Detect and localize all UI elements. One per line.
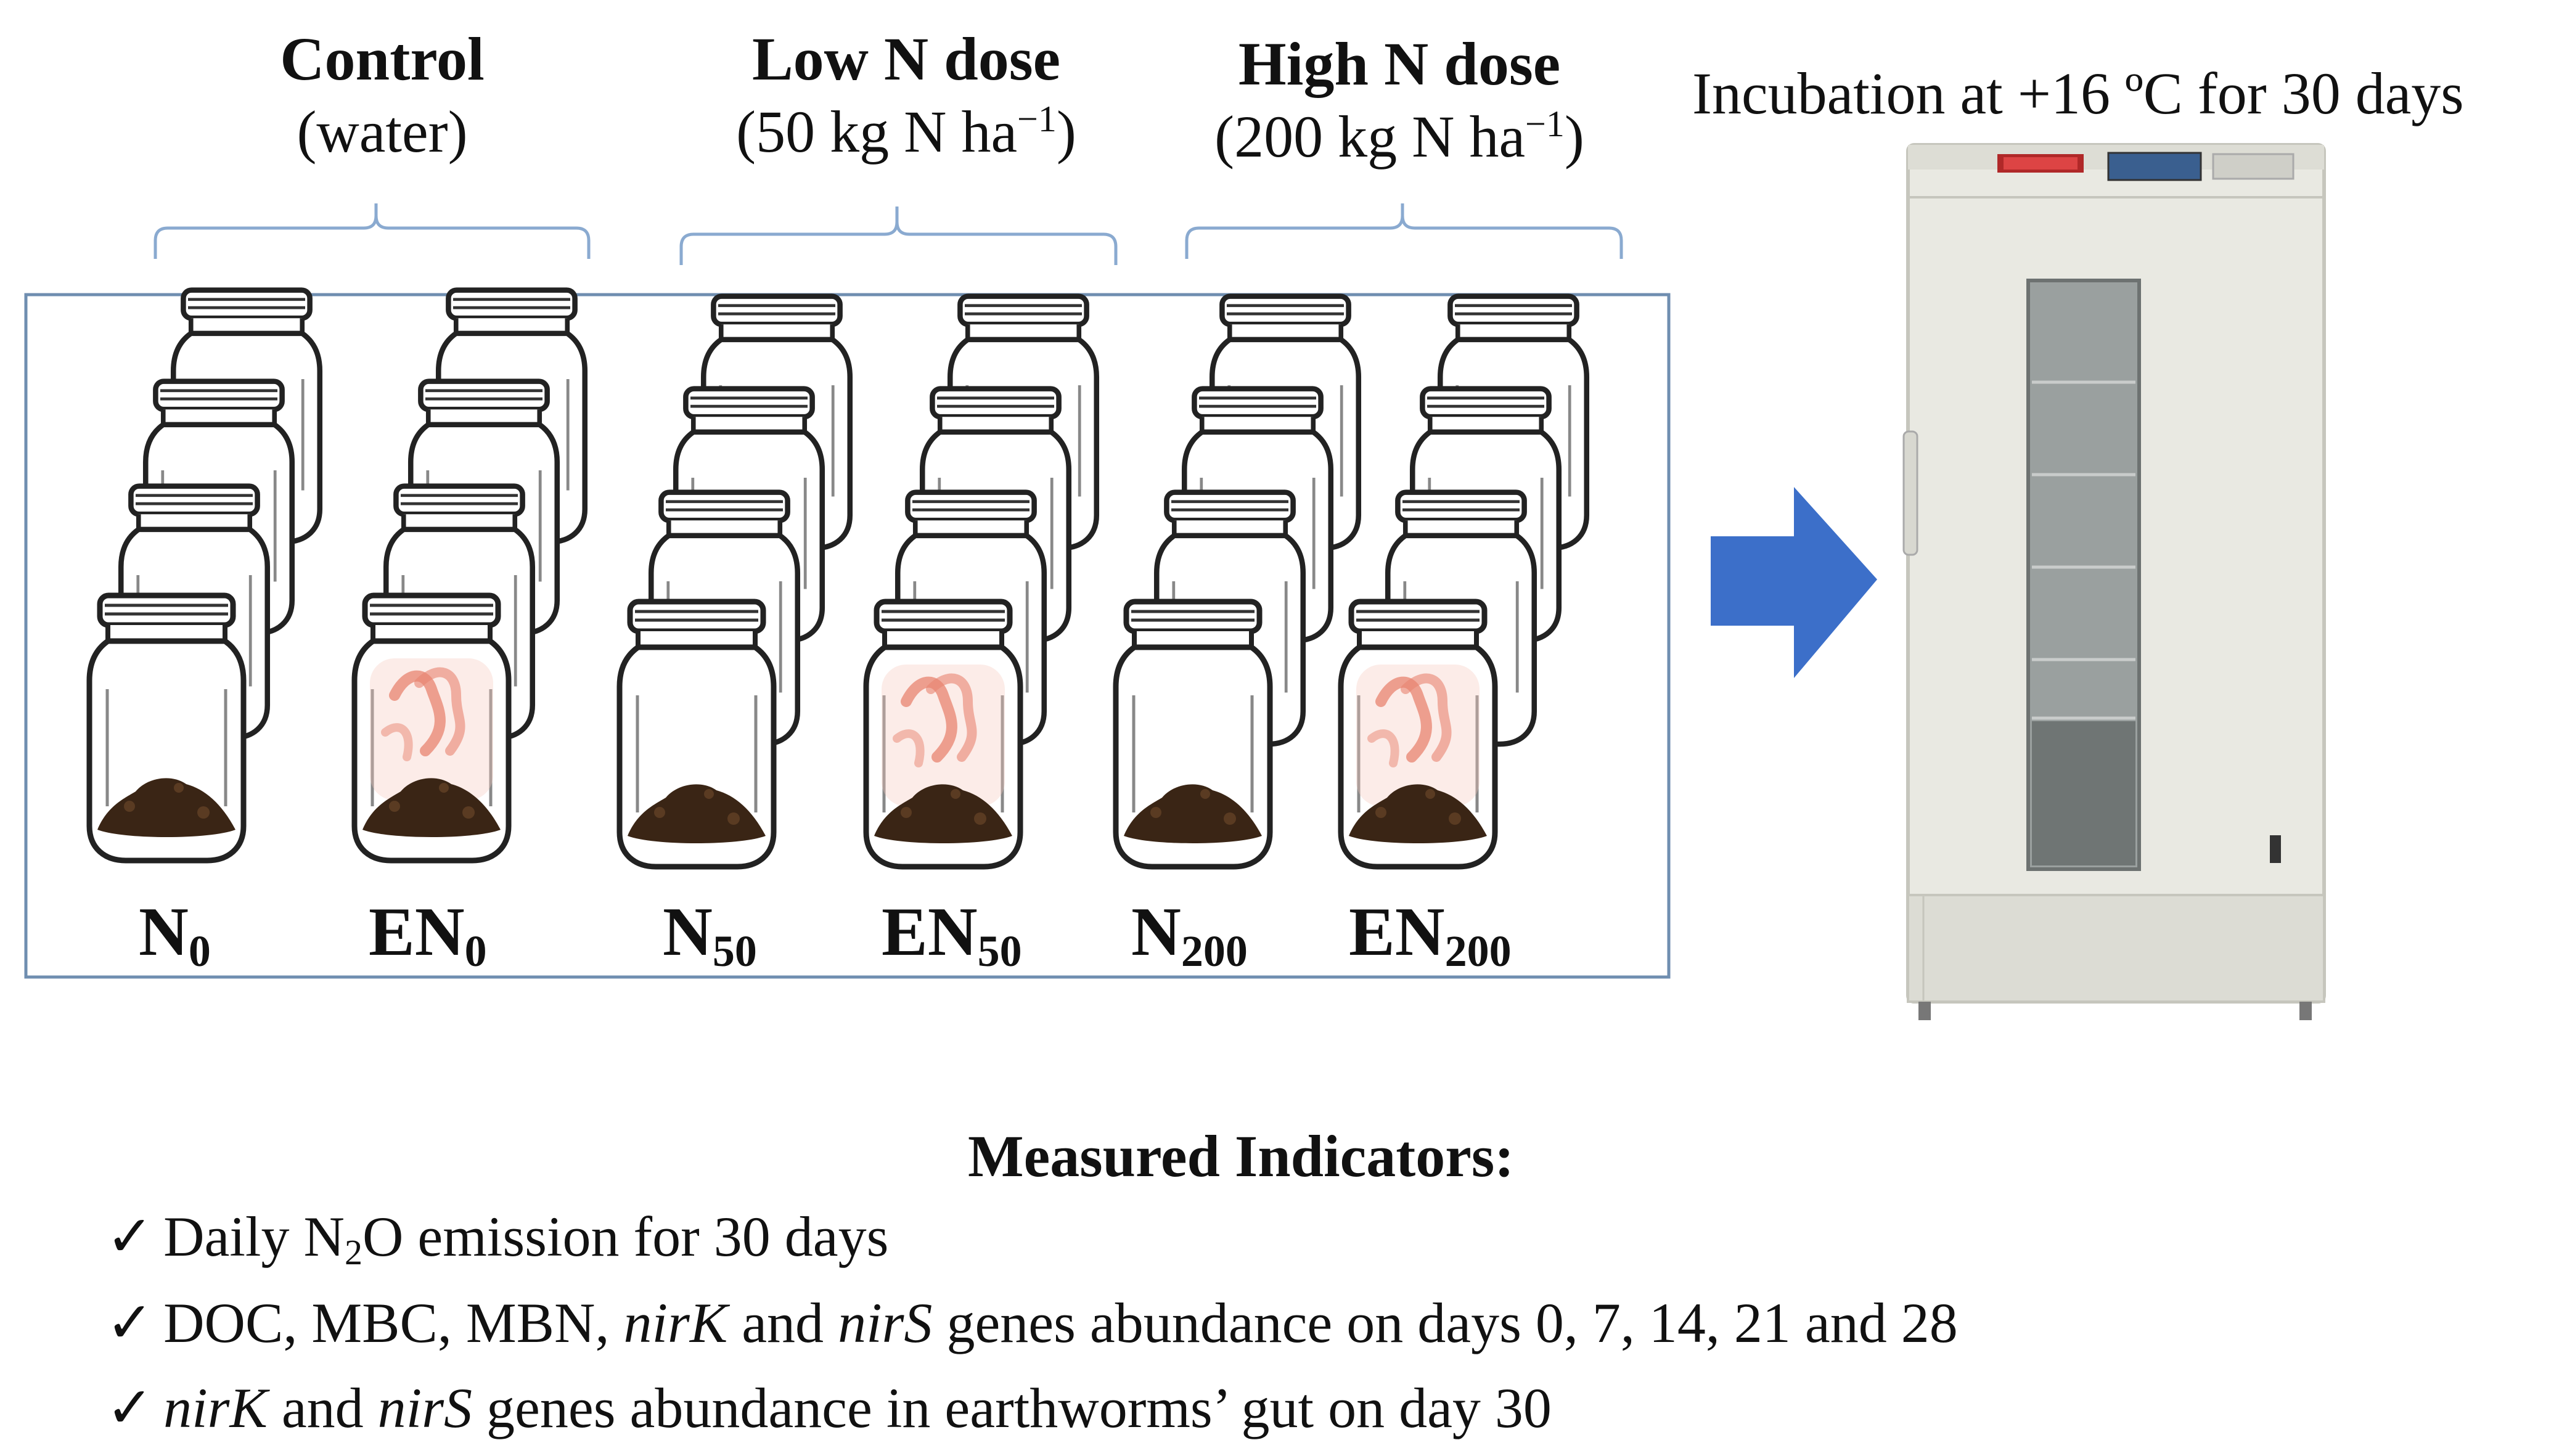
group-title-low-n: Low N dose bbox=[751, 25, 1061, 93]
treatment-label-en200: EN200 bbox=[1349, 894, 1512, 976]
indicator-item-2: ✓DOC, MBC, MBN, nirK and nirS genes abun… bbox=[106, 1291, 1958, 1354]
front-jar-n200 bbox=[1116, 602, 1270, 867]
front-jar-n0 bbox=[89, 595, 244, 861]
treatment-label-en0: EN0 bbox=[369, 894, 487, 976]
indicators-title: Measured Indicators: bbox=[968, 1123, 1515, 1189]
treatment-box bbox=[24, 293, 1671, 979]
treatment-label-n200: N200 bbox=[1131, 894, 1248, 976]
indicator-item-1: ✓Daily N2O emission for 30 days bbox=[106, 1205, 889, 1272]
group-title-high-n: High N dose bbox=[1238, 30, 1561, 98]
process-arrow-icon bbox=[1711, 487, 1877, 678]
group-subtitle-high-n: (200 kg N ha−1) bbox=[1214, 104, 1584, 170]
incubation-label: Incubation at +16 ºC for 30 days bbox=[1692, 60, 2464, 126]
check-icon: ✓ bbox=[106, 1291, 154, 1354]
check-icon: ✓ bbox=[106, 1205, 154, 1268]
front-jar-n50 bbox=[620, 602, 774, 867]
front-jar-en200 bbox=[1341, 602, 1495, 867]
front-jar-en50 bbox=[866, 602, 1020, 867]
treatment-label-n50: N50 bbox=[663, 894, 757, 976]
check-icon: ✓ bbox=[106, 1376, 154, 1439]
group-title-control: Control bbox=[280, 25, 485, 93]
indicator-item-3: ✓nirK and nirS genes abundance in earthw… bbox=[106, 1376, 1552, 1439]
treatment-label-n0: N0 bbox=[139, 894, 211, 976]
group-braces bbox=[154, 203, 1623, 265]
group-subtitle-control: (water) bbox=[297, 99, 468, 165]
treatment-label-en50: EN50 bbox=[882, 894, 1022, 976]
group-subtitle-low-n: (50 kg N ha−1) bbox=[736, 99, 1076, 165]
incubator-icon bbox=[1902, 143, 2326, 1020]
front-jar-en0 bbox=[354, 595, 509, 861]
